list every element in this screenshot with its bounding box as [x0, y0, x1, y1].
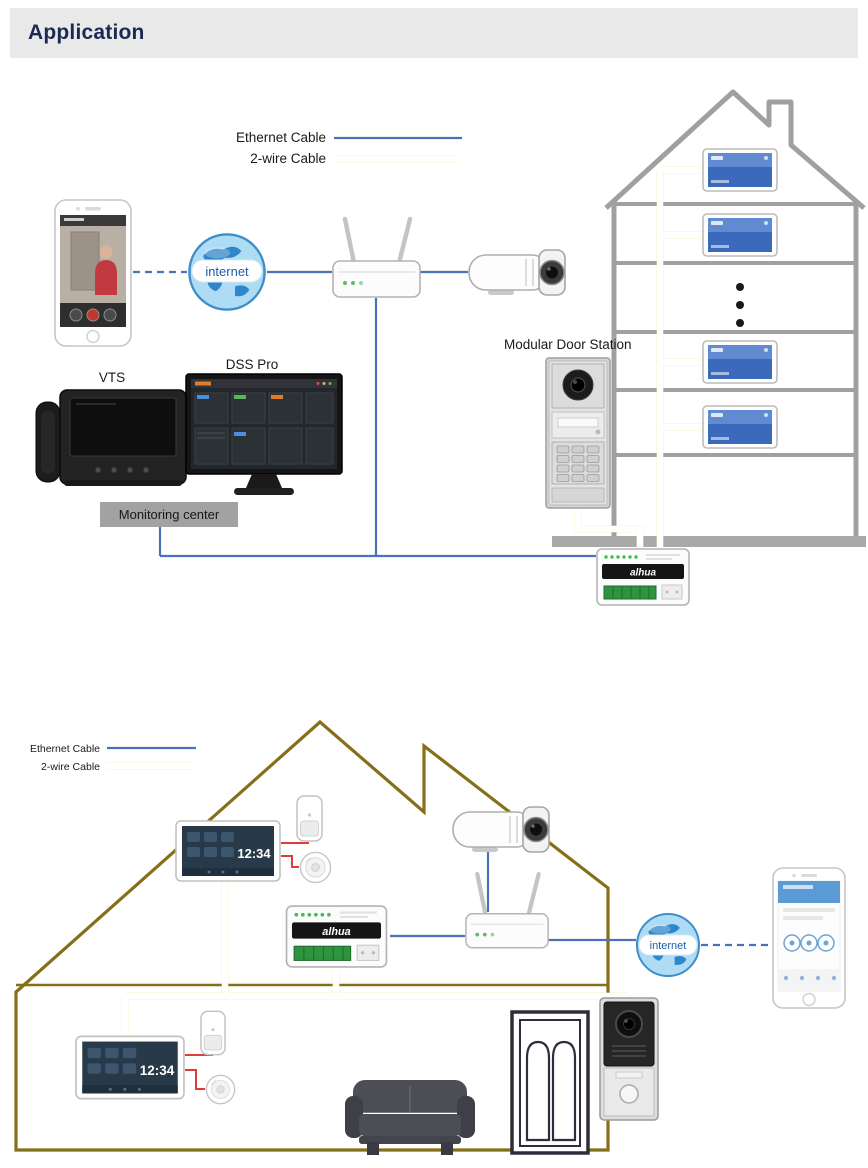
home-button — [86, 329, 100, 344]
internet-globe: internet — [635, 912, 701, 978]
phone-speaker — [85, 207, 101, 211]
indoor-monitor — [702, 213, 778, 257]
two-wire-line-gap — [105, 766, 628, 1035]
section-header: Application — [10, 8, 858, 58]
door-panel — [525, 1040, 551, 1142]
call-button — [619, 1084, 639, 1104]
legend-two-wire-label: 2-wire Cable — [250, 151, 326, 166]
ip-camera — [468, 249, 566, 296]
legend: Ethernet Cable 2-wire Cable — [236, 130, 326, 166]
ellipsis-dots — [736, 283, 744, 327]
two-wire-switch — [285, 905, 388, 968]
villa-door-station — [599, 997, 659, 1121]
internet-label: internet — [650, 940, 687, 952]
indoor-monitor — [702, 405, 778, 449]
dss-monitor — [185, 373, 343, 495]
visitor-face — [99, 245, 113, 259]
door — [510, 1010, 590, 1155]
visitor-body — [95, 260, 117, 295]
phone-camera-dot — [76, 206, 80, 211]
bottom-nav — [778, 969, 840, 991]
video-door-view — [70, 231, 100, 291]
ethernet-cables — [133, 136, 596, 558]
diagram-1: alhua — [35, 89, 866, 606]
speaker-grille — [612, 1045, 646, 1057]
building-floors — [614, 202, 856, 457]
section-title: Application — [28, 21, 145, 44]
legend: Ethernet Cable 2-wire Cable — [30, 743, 100, 773]
door-panel — [551, 1040, 577, 1142]
wifi-router — [333, 219, 420, 297]
indoor-monitor — [702, 340, 778, 384]
two-wire-line-gap — [333, 159, 702, 548]
internet-globe: internet — [188, 233, 266, 311]
monitoring-center-tag: Monitoring center — [100, 502, 238, 527]
vts-label: VTS — [99, 370, 125, 385]
two-wire-line — [333, 155, 702, 548]
alarm-cables — [185, 842, 309, 1090]
ethernet-line — [107, 746, 636, 942]
smoke-detector — [205, 1074, 236, 1105]
home-button — [802, 992, 816, 1007]
legend-ethernet-label: Ethernet Cable — [30, 743, 100, 755]
pir-detector — [200, 1010, 226, 1056]
two-wire-cables — [333, 155, 702, 548]
internet-band — [638, 934, 698, 956]
door-station-label: Modular Door Station — [504, 337, 632, 352]
wifi-router — [466, 874, 548, 948]
diagram-2: internet — [14, 719, 846, 1155]
phone-speaker — [801, 874, 817, 877]
alarm-line — [185, 842, 309, 1090]
smartphone — [54, 199, 132, 347]
building-base-slab — [552, 536, 866, 547]
pir-detector — [296, 795, 323, 842]
indoor-monitor — [702, 148, 778, 192]
nameplate — [615, 1071, 643, 1079]
sofa — [345, 1080, 475, 1155]
two-wire-switch — [596, 548, 690, 606]
vts-indoor-station — [35, 389, 187, 486]
call-button — [595, 429, 601, 435]
phone-camera-dot — [792, 873, 796, 878]
building-roof — [604, 89, 866, 210]
keypad-keys — [556, 445, 600, 482]
ethernet-line — [158, 136, 596, 558]
building-walls — [611, 204, 859, 536]
ethernet-cables — [107, 746, 771, 947]
talk-button-icon — [103, 308, 117, 322]
modular-door-station — [545, 357, 611, 509]
apartment-building — [604, 89, 866, 536]
ip-camera — [452, 806, 550, 853]
hangup-button-icon — [86, 308, 100, 322]
indoor-monitor — [75, 1035, 185, 1100]
indoor-monitor — [175, 820, 281, 882]
smartphone — [772, 867, 846, 1009]
legend-two-wire-label: 2-wire Cable — [41, 761, 100, 773]
vts-screen — [69, 397, 177, 457]
monitoring-center-label: Monitoring center — [119, 507, 220, 522]
internet-band — [191, 259, 263, 283]
legend-ethernet-label: Ethernet Cable — [236, 130, 326, 145]
two-wire-cables — [105, 762, 632, 1035]
dss-label: DSS Pro — [226, 357, 279, 372]
monitor-stand — [246, 474, 282, 488]
internet-label: internet — [205, 264, 249, 279]
smoke-detector — [299, 851, 332, 884]
mute-button-icon — [69, 308, 83, 322]
